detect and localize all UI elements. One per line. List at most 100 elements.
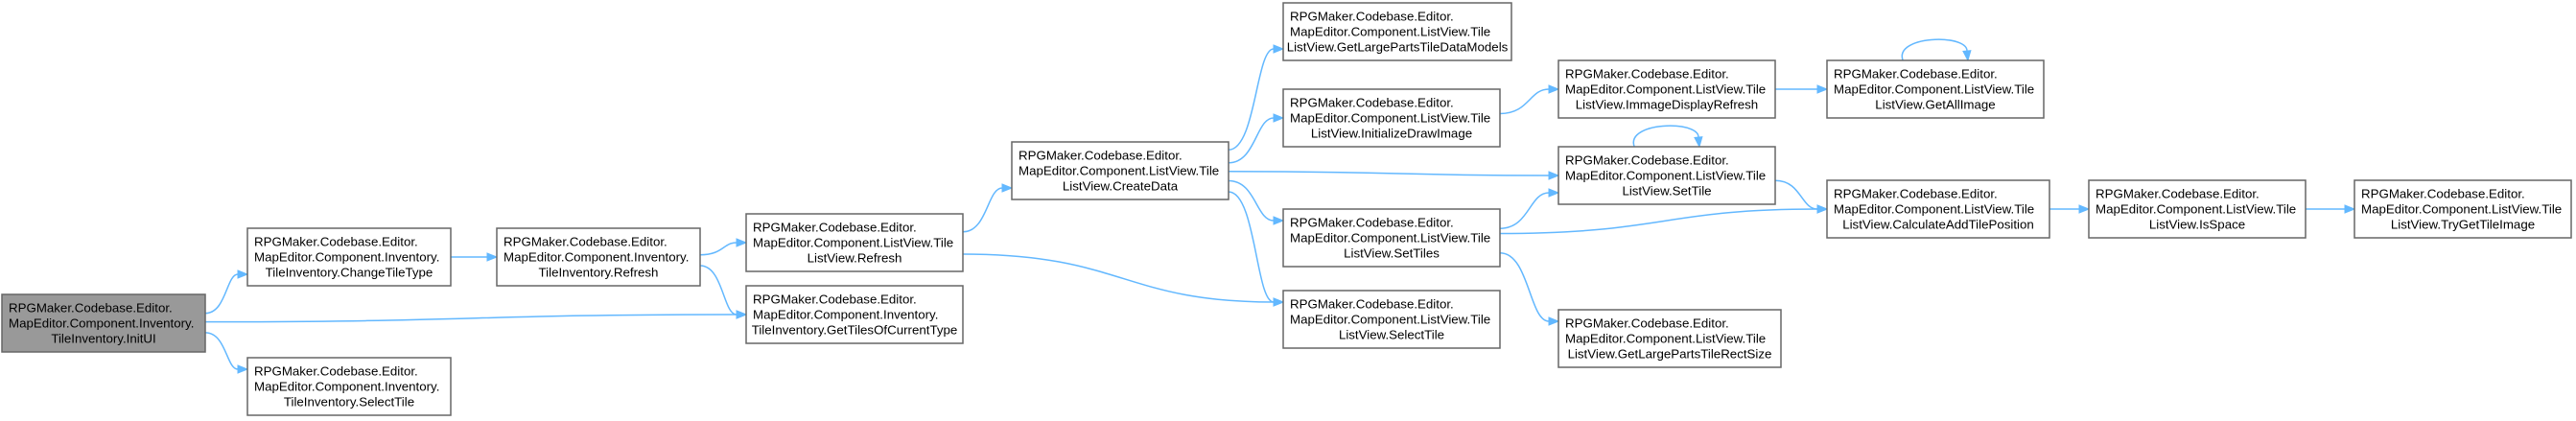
node-label-line: RPGMaker.Codebase.Editor. — [1019, 149, 1183, 163]
edge-lv_refresh-to-create_data — [962, 183, 1014, 233]
node-lv-refresh[interactable]: RPGMaker.Codebase.Editor.MapEditor.Compo… — [745, 213, 964, 272]
edge-inv_refresh-to-get_tiles_of_type — [699, 265, 748, 319]
edge-line — [1228, 179, 1275, 222]
edge-line — [204, 314, 738, 323]
node-set-tiles[interactable]: RPGMaker.Codebase.Editor.MapEditor.Compo… — [1282, 208, 1501, 268]
edge-arrowhead — [1548, 316, 1560, 326]
edge-arrowhead — [1694, 136, 1703, 149]
node-label-line: MapEditor.Component.ListView.Tile — [1290, 111, 1490, 126]
edge-init_draw_image-to-image_display_refresh — [1499, 84, 1560, 115]
edge-create_data-to-set_tiles — [1228, 179, 1285, 225]
node-image-display-refresh[interactable]: RPGMaker.Codebase.Editor.MapEditor.Compo… — [1557, 59, 1776, 119]
node-label-line: MapEditor.Component.ListView.Tile — [1290, 231, 1490, 246]
node-box — [246, 357, 452, 416]
node-box — [745, 213, 964, 272]
node-label-line: RPGMaker.Codebase.Editor. — [254, 235, 418, 249]
edge-line — [204, 332, 239, 370]
node-label-line: TileInventory.SelectTile — [284, 395, 414, 409]
node-lv-select-tile[interactable]: RPGMaker.Codebase.Editor.MapEditor.Compo… — [1282, 290, 1501, 349]
node-box — [1557, 309, 1782, 368]
node-label-line: RPGMaker.Codebase.Editor. — [1565, 316, 1729, 331]
node-get-all-image[interactable]: RPGMaker.Codebase.Editor.MapEditor.Compo… — [1826, 59, 2045, 119]
node-label-line: RPGMaker.Codebase.Editor. — [1834, 67, 1998, 82]
edge-set_tiles-to-get_large_rect — [1499, 252, 1560, 326]
edge-line — [204, 273, 239, 315]
edge-create_data-to-get_large_parts — [1228, 44, 1285, 151]
edge-arrowhead — [486, 252, 499, 262]
node-label-line: ListView.SetTiles — [1344, 246, 1440, 261]
node-label-line: MapEditor.Component.ListView.Tile — [753, 236, 953, 250]
edge-line — [962, 187, 1003, 233]
node-label-line: RPGMaker.Codebase.Editor. — [1565, 67, 1729, 82]
edge-inv_refresh-to-lv_refresh — [699, 238, 748, 256]
edge-line — [962, 253, 1275, 303]
node-init-draw-image[interactable]: RPGMaker.Codebase.Editor.MapEditor.Compo… — [1282, 88, 1501, 148]
node-label-line: ListView.ImmageDisplayRefresh — [1576, 98, 1758, 112]
edge-arrowhead — [1816, 84, 1829, 94]
node-label-line: ListView.CreateData — [1063, 179, 1179, 194]
node-label-line: RPGMaker.Codebase.Editor. — [2096, 187, 2260, 201]
node-box — [1282, 208, 1501, 268]
node-label-line: RPGMaker.Codebase.Editor. — [753, 292, 917, 307]
node-label-line: TileInventory.GetTilesOfCurrentType — [752, 323, 958, 338]
node-label-line: RPGMaker.Codebase.Editor. — [1290, 96, 1454, 110]
edge-arrowhead — [2344, 204, 2356, 214]
edge-set_tiles-to-set_tile — [1499, 188, 1560, 229]
node-label-line: RPGMaker.Codebase.Editor. — [1834, 187, 1998, 201]
edge-image_display_refresh-to-get_all_image — [1775, 84, 1829, 94]
node-label-line: ListView.SelectTile — [1339, 328, 1444, 342]
node-box — [1557, 146, 1776, 205]
edge-line — [1499, 252, 1550, 322]
node-label-line: TileInventory.InitUI — [51, 332, 155, 346]
edge-arrowhead — [1548, 171, 1560, 180]
node-change-tile-type[interactable]: RPGMaker.Codebase.Editor.MapEditor.Compo… — [246, 227, 452, 287]
node-box — [1, 293, 206, 353]
node-box — [1282, 88, 1501, 148]
edge-arrowhead — [2078, 204, 2091, 214]
node-label-line: ListView.InitializeDrawImage — [1311, 127, 1472, 141]
node-label-line: ListView.GetLargePartsTileRectSize — [1568, 347, 1772, 362]
node-box — [745, 285, 964, 344]
node-label-line: RPGMaker.Codebase.Editor. — [1565, 153, 1729, 168]
edge-arrowhead — [1273, 216, 1285, 225]
node-label-line: MapEditor.Component.ListView.Tile — [2361, 202, 2562, 217]
node-get-large-rect[interactable]: RPGMaker.Codebase.Editor.MapEditor.Compo… — [1557, 309, 1782, 368]
node-create-data[interactable]: RPGMaker.Codebase.Editor.MapEditor.Compo… — [1011, 141, 1229, 200]
node-label-line: MapEditor.Component.ListView.Tile — [2096, 202, 2296, 217]
node-label-line: ListView.TryGetTileImage — [2391, 218, 2535, 232]
node-label-line: RPGMaker.Codebase.Editor. — [1290, 216, 1454, 230]
node-inv-select-tile[interactable]: RPGMaker.Codebase.Editor.MapEditor.Compo… — [246, 357, 452, 416]
edge-line — [1499, 88, 1550, 115]
edge-create_data-to-lv_select_tile — [1228, 191, 1285, 307]
node-try-get-tile-image[interactable]: RPGMaker.Codebase.Editor.MapEditor.Compo… — [2354, 179, 2572, 239]
edge-line — [1632, 125, 1699, 148]
node-label-line: ListView.IsSpace — [2149, 218, 2245, 232]
edge-set_tile-to-set_tile — [1632, 125, 1703, 149]
edge-create_data-to-init_draw_image — [1228, 113, 1285, 164]
node-box — [2088, 179, 2307, 239]
node-set-tile[interactable]: RPGMaker.Codebase.Editor.MapEditor.Compo… — [1557, 146, 1776, 205]
node-box — [1826, 179, 2050, 239]
node-box — [1282, 290, 1501, 349]
node-calc-add-tile-pos[interactable]: RPGMaker.Codebase.Editor.MapEditor.Compo… — [1826, 179, 2050, 239]
edge-init_ui-to-change_tile_type — [204, 269, 249, 315]
edge-calc_add_tile_pos-to-is_space — [2049, 204, 2091, 214]
node-label-line: RPGMaker.Codebase.Editor. — [503, 235, 667, 249]
node-label-line: RPGMaker.Codebase.Editor. — [2361, 187, 2525, 201]
node-label-line: MapEditor.Component.ListView.Tile — [1019, 164, 1219, 178]
node-init-ui[interactable]: RPGMaker.Codebase.Editor.MapEditor.Compo… — [1, 293, 206, 353]
edge-arrowhead — [1548, 188, 1560, 198]
edge-line — [1901, 38, 1968, 61]
edge-init_ui-to-get_tiles_of_type — [204, 310, 748, 323]
node-get-large-parts[interactable]: RPGMaker.Codebase.Editor.MapEditor.Compo… — [1282, 2, 1512, 61]
node-label-line: MapEditor.Component.Inventory. — [254, 380, 439, 394]
edge-get_all_image-to-get_all_image — [1901, 38, 1972, 62]
node-is-space[interactable]: RPGMaker.Codebase.Editor.MapEditor.Compo… — [2088, 179, 2307, 239]
edge-line — [1774, 179, 1818, 210]
node-inv-refresh[interactable]: RPGMaker.Codebase.Editor.MapEditor.Compo… — [496, 227, 701, 287]
node-label-line: MapEditor.Component.ListView.Tile — [1290, 25, 1490, 39]
node-get-tiles-of-type[interactable]: RPGMaker.Codebase.Editor.MapEditor.Compo… — [745, 285, 964, 344]
node-label-line: MapEditor.Component.ListView.Tile — [1565, 82, 1766, 97]
